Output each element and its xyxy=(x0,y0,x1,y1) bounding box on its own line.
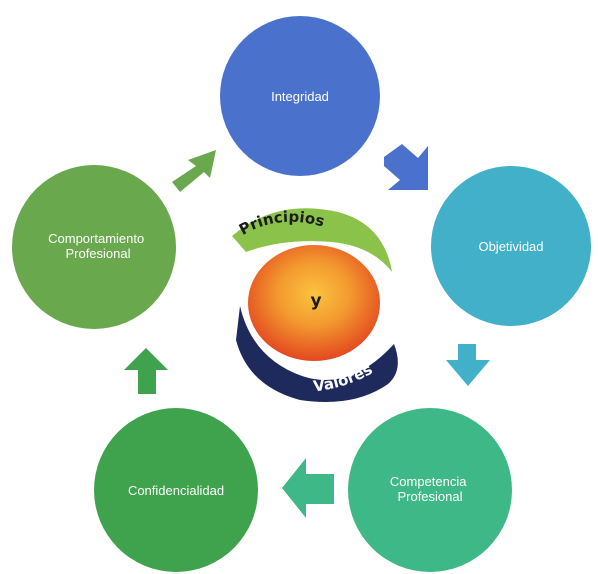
node-competencia-circle xyxy=(348,408,512,572)
node-objetividad: Objetividad xyxy=(431,166,591,326)
center-bottom-band xyxy=(236,306,398,402)
node-integridad: Integridad xyxy=(220,16,380,176)
node-integridad-label: Integridad xyxy=(271,89,329,104)
svg-text:Competencia Profesional: Competencia Profesional xyxy=(390,474,470,504)
arrow-objetividad-to-competencia xyxy=(446,344,490,386)
node-comportamiento-circle xyxy=(12,165,176,329)
center-middle-word: y xyxy=(310,291,321,311)
arrow-comportamiento-to-integridad xyxy=(172,150,216,192)
node-confidencialidad-circle xyxy=(94,408,258,572)
node-objetividad-circle xyxy=(431,166,591,326)
node-competencia-label-line2: Profesional xyxy=(397,489,462,504)
node-integridad-circle xyxy=(220,16,380,176)
arrow-confidencialidad-to-comportamiento xyxy=(124,348,168,394)
svg-text:Confidencialidad: Confidencialidad xyxy=(128,483,224,498)
node-confidencialidad: Confidencialidad xyxy=(94,408,258,572)
node-comportamiento-profesional: Comportamiento Profesional xyxy=(12,165,176,329)
node-objetividad-label: Objetividad xyxy=(478,239,543,254)
node-comportamiento-label-line2: Profesional xyxy=(65,246,130,261)
node-comportamiento-label-line1: Comportamiento xyxy=(48,231,144,246)
center-core xyxy=(248,245,380,361)
node-competencia-label-line1: Competencia xyxy=(390,474,467,489)
arrow-integridad-to-objetividad xyxy=(384,144,428,190)
svg-text:Integridad: Integridad xyxy=(271,89,329,104)
center-top-band xyxy=(232,208,392,272)
arrow-competencia-to-confidencialidad xyxy=(282,458,334,518)
svg-text:Comportamiento Profesion: Comportamiento Profesional xyxy=(48,231,148,261)
center-emblem: Principios Valores y xyxy=(232,208,398,402)
svg-text:Objetividad: Objetividad xyxy=(478,239,543,254)
node-confidencialidad-label: Confidencialidad xyxy=(128,483,224,498)
node-competencia-profesional: Competencia Profesional xyxy=(348,408,512,572)
